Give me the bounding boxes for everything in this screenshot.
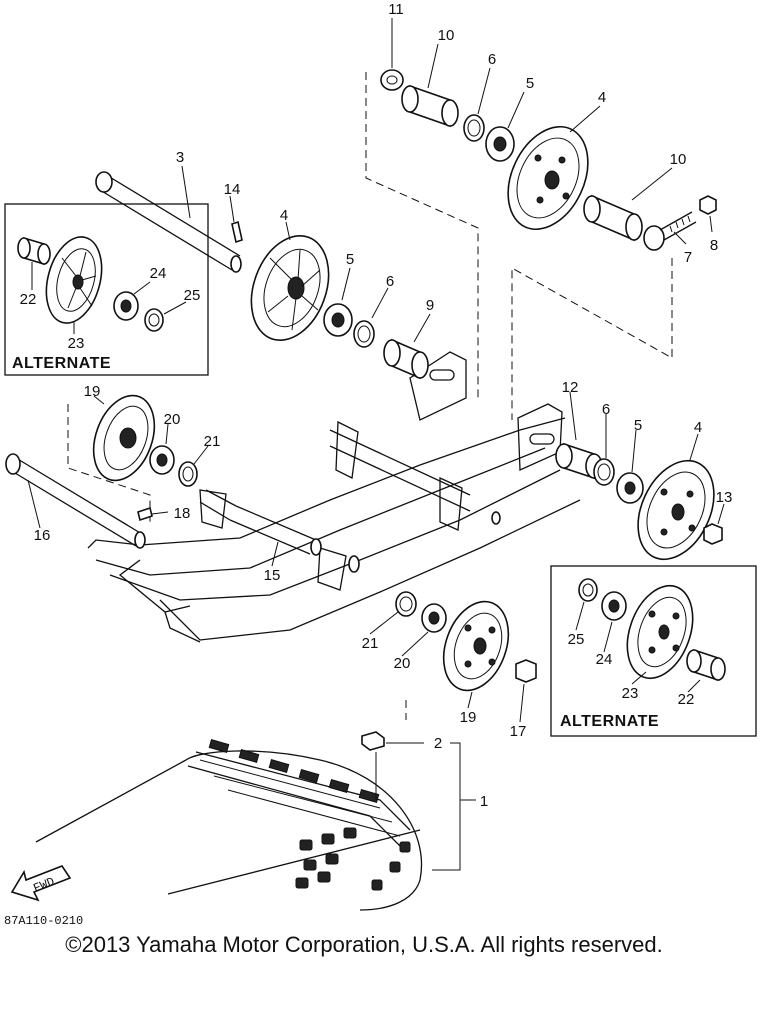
part-4-wheel-right <box>637 459 715 561</box>
fwd-arrow-icon: FWD <box>10 865 72 902</box>
part-20-bearing-left <box>149 445 175 475</box>
callout-10-right: 10 <box>670 151 687 168</box>
part-4-wheel-top <box>507 125 589 231</box>
callout-6-center: 6 <box>386 273 394 290</box>
callout-10-top: 10 <box>438 27 455 44</box>
callout-20-bottom: 20 <box>394 655 411 672</box>
callout-7: 7 <box>684 249 692 266</box>
callout-16: 16 <box>34 527 51 544</box>
part-22-collar-left <box>17 236 51 266</box>
part-5-bearing-top <box>485 126 515 162</box>
part-6-circlip-center <box>353 320 375 348</box>
callout-4-center: 4 <box>280 207 288 224</box>
part-1-track <box>35 739 423 911</box>
callout-19-left: 19 <box>84 383 101 400</box>
alternate-box-right <box>550 565 757 737</box>
part-25-circlip-right <box>578 578 598 602</box>
suspension-frame <box>87 351 581 643</box>
alternate-label-right: ALTERNATE <box>560 713 659 730</box>
callout-23-right: 23 <box>622 685 639 702</box>
callout-12: 12 <box>562 379 579 396</box>
part-15-shaft <box>199 489 360 573</box>
callout-14: 14 <box>224 181 241 198</box>
callout-25-right: 25 <box>568 631 585 648</box>
part-10-collar-top <box>401 84 459 128</box>
part-25-circlip-left <box>144 308 164 332</box>
part-11-washer <box>380 69 404 91</box>
callout-20-left: 20 <box>164 411 181 428</box>
part-24-bearing-right <box>601 591 627 621</box>
callout-24-right: 24 <box>596 651 613 668</box>
part-23-wheel-right <box>626 584 694 680</box>
callout-5-center: 5 <box>346 251 354 268</box>
callout-8: 8 <box>710 237 718 254</box>
part-6-circlip-right <box>593 458 615 486</box>
center-idler-wheel <box>250 234 330 342</box>
callout-25-left: 25 <box>184 287 201 304</box>
callout-3: 3 <box>176 149 184 166</box>
callout-5-right: 5 <box>634 417 642 434</box>
callout-13: 13 <box>716 489 733 506</box>
part-24-bearing-left <box>113 291 139 321</box>
part-19-wheel-left <box>92 394 156 482</box>
callout-17: 17 <box>510 723 527 740</box>
callout-23-left: 23 <box>68 335 85 352</box>
callout-6-top: 6 <box>488 51 496 68</box>
callout-21-left: 21 <box>204 433 221 450</box>
callout-4-right: 4 <box>694 419 702 436</box>
figure-code: 87A110-0210 <box>4 914 83 928</box>
part-19-wheel-bottom <box>442 600 510 692</box>
part-13-nut <box>703 523 723 545</box>
alternate-box-left <box>4 203 209 376</box>
part-21-circlip-left <box>178 461 198 487</box>
callout-19-bottom: 19 <box>460 709 477 726</box>
part-7-bolt <box>643 211 697 251</box>
callout-9: 9 <box>426 297 434 314</box>
callout-21-bottom: 21 <box>362 635 379 652</box>
part-23-wheel-left <box>45 236 103 324</box>
part-22-collar-right <box>686 648 726 682</box>
callout-2: 2 <box>434 735 442 752</box>
callout-4-top: 4 <box>598 89 606 106</box>
part-5-bearing-right <box>616 472 644 504</box>
part-16-shaft <box>5 453 146 549</box>
part-2-clip <box>361 731 385 751</box>
part-8-nut <box>699 195 717 215</box>
callout-22-right: 22 <box>678 691 695 708</box>
callout-11-top: 11 <box>388 1 404 18</box>
part-10-collar-right <box>583 194 643 242</box>
part-6-circlip-top <box>463 114 485 142</box>
callout-15: 15 <box>264 567 281 584</box>
part-20-bearing-bottom <box>421 603 447 633</box>
part-18-pin <box>137 506 153 522</box>
leader-lines <box>27 18 725 871</box>
callout-22-left: 22 <box>20 291 37 308</box>
part-12-collar <box>555 442 603 480</box>
callout-5-top: 5 <box>526 75 534 92</box>
callout-6-right: 6 <box>602 401 610 418</box>
copyright-notice: ©2013 Yamaha Motor Corporation, U.S.A. A… <box>65 932 663 957</box>
part-5-bearing-center <box>323 303 353 337</box>
part-14-pin <box>231 220 243 244</box>
callout-24-left: 24 <box>150 265 167 282</box>
part-3-shaft <box>95 171 242 273</box>
alternate-label-left: ALTERNATE <box>12 355 111 372</box>
callout-18: 18 <box>174 505 191 522</box>
part-17-nut <box>515 659 537 683</box>
part-21-circlip-bottom <box>395 591 417 617</box>
callout-1: 1 <box>480 793 488 810</box>
callout-labels: 11 10 6 5 4 10 7 8 3 14 4 5 6 9 22 23 24… <box>4 1 732 928</box>
part-9-collar <box>383 338 429 380</box>
